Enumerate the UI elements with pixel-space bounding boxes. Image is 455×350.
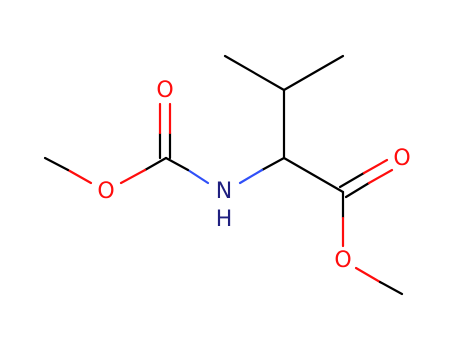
bond-ester-double-2 — [344, 181, 371, 199]
oxygen-atom-carbamate-ether: O — [97, 179, 114, 204]
bond-oester-methyl-a — [354, 266, 382, 284]
bond-oester-methyl-b — [378, 280, 404, 296]
bond-ester-double-1-red — [362, 158, 389, 175]
bond-ester-double-1 — [338, 171, 366, 189]
bond-o-methyl-a — [66, 168, 93, 185]
oxygen-atom-ester-ether: O — [334, 248, 351, 273]
bond-ester-double-2-red — [367, 168, 394, 185]
nitrogen-atom: N — [216, 179, 232, 204]
bond-methyl-right — [282, 54, 345, 92]
oxygen-atom-ester-carbonyl: O — [393, 146, 410, 171]
bond-calpha-n-b — [238, 168, 264, 185]
bond-n-ccarb-a — [186, 168, 210, 185]
bond-calpha-n-a — [260, 156, 286, 172]
bond-calpha-cester — [282, 156, 345, 194]
bond-ccarb-o-b — [119, 168, 147, 185]
bond-ccarb-o-a — [143, 156, 168, 172]
bond-o-methyl-b — [43, 156, 70, 172]
bond-n-ccarb-b — [164, 156, 190, 172]
oxygen-atom-carbamate-carbonyl: O — [156, 78, 173, 103]
bond-methyl-left — [223, 54, 286, 92]
nitrogen-hydrogen-atom: H — [216, 207, 233, 232]
